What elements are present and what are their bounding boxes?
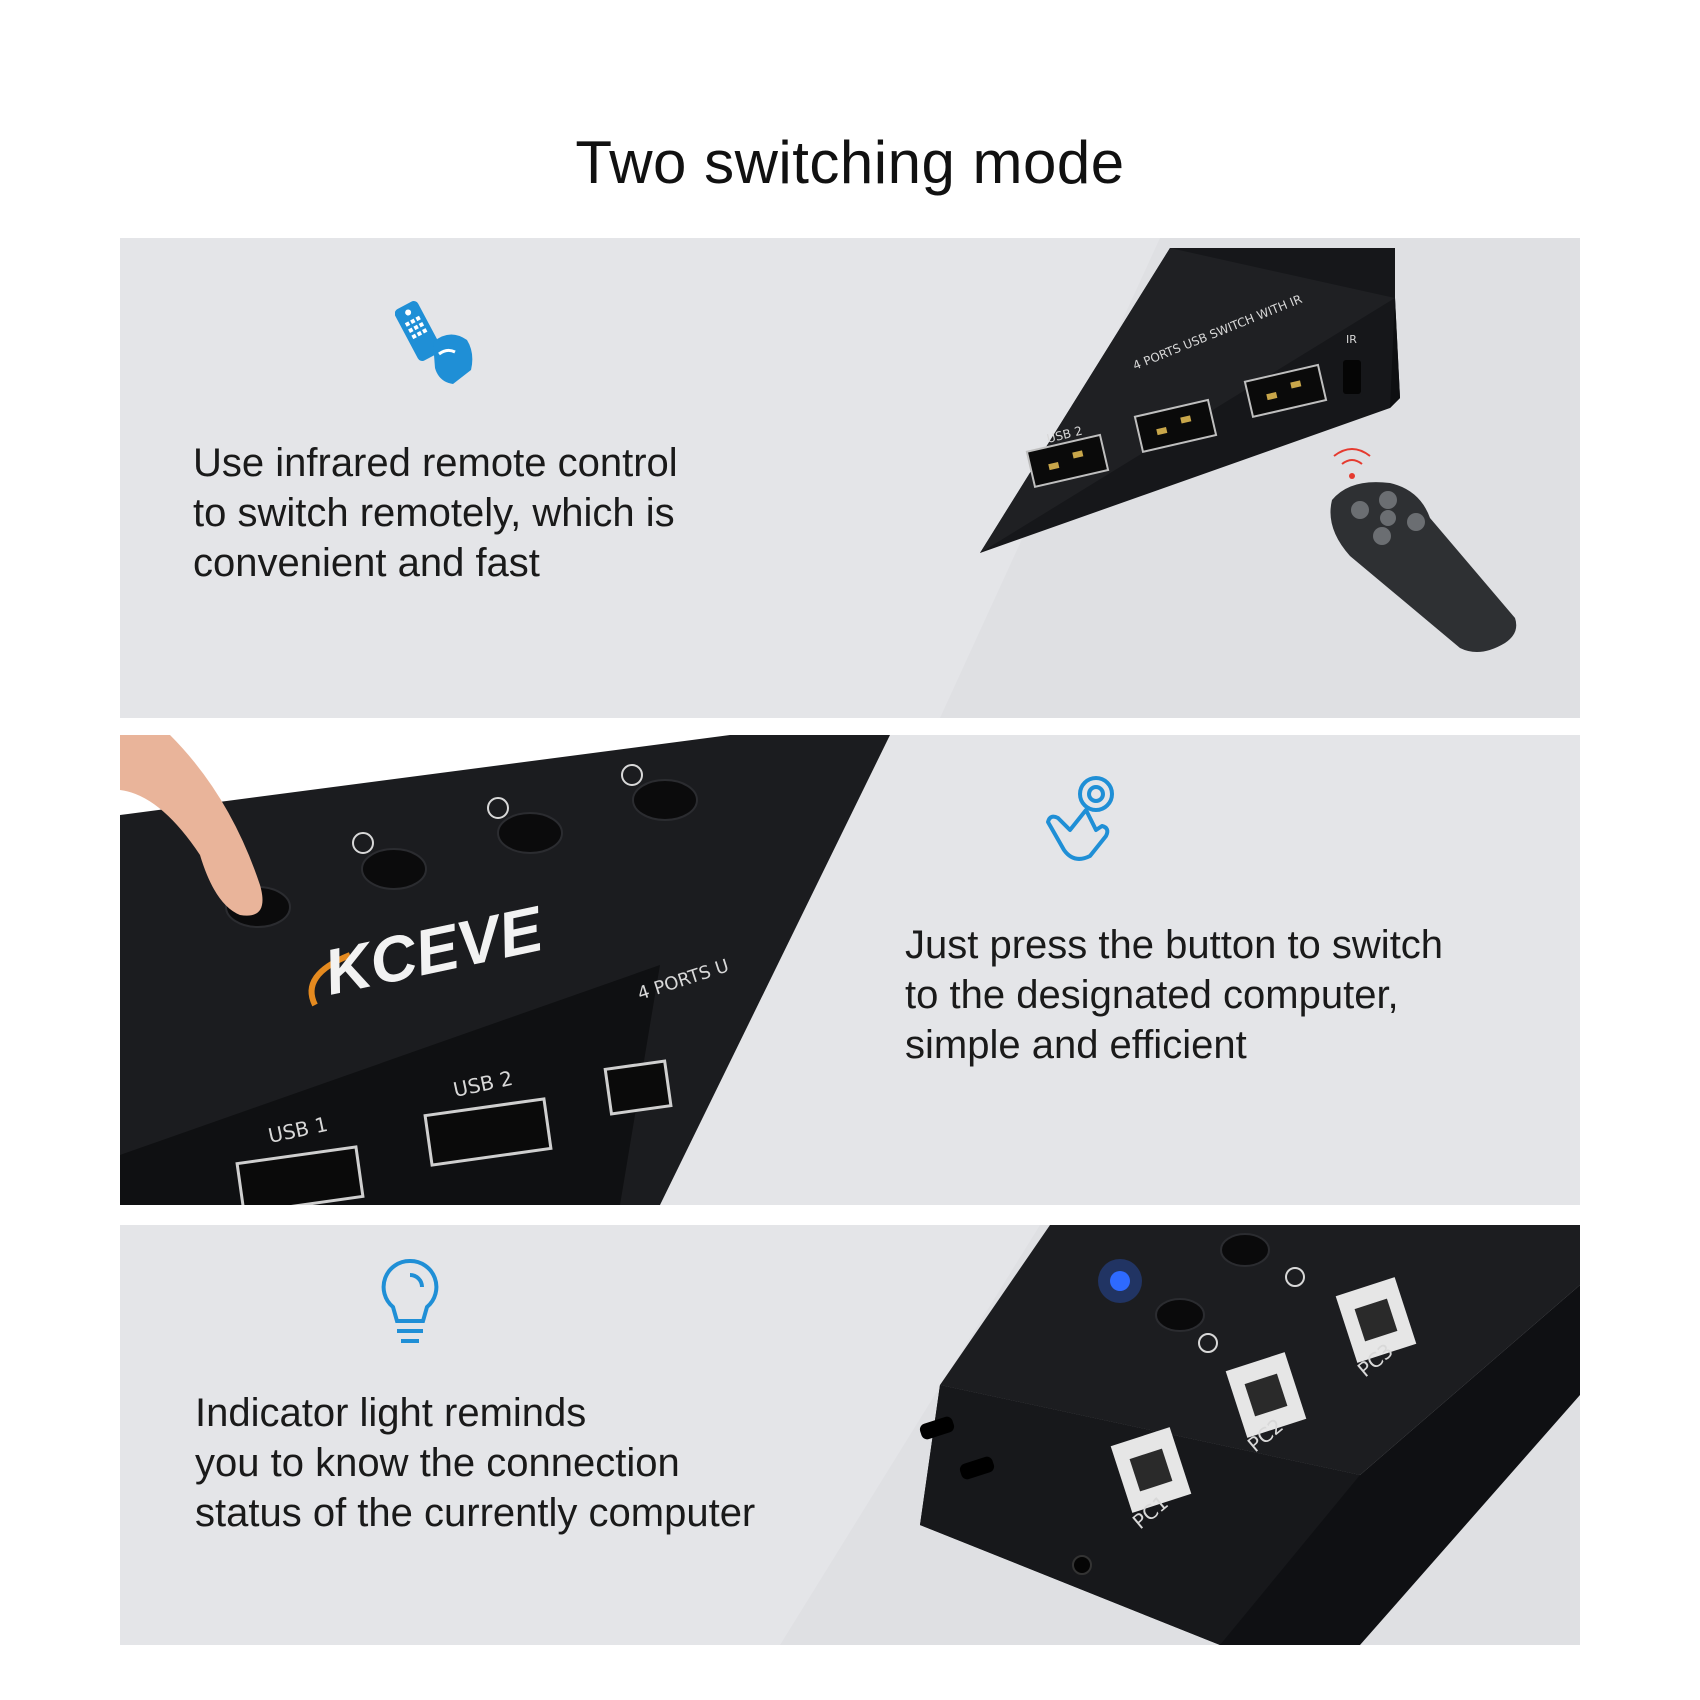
description-line: status of the currently computer: [195, 1491, 756, 1535]
description-line: you to know the connection: [195, 1441, 680, 1485]
indicator-switch-illustration: PC1 PC2 PC3: [780, 1225, 1580, 1645]
ir-remote-description: Use infrared remote control to switch re…: [193, 438, 678, 588]
ir-remote-panel: 4 PORTS USB SWITCH WITH IR USB 2 IR Use …: [120, 238, 1580, 718]
page-title: Two switching mode: [575, 129, 1125, 196]
description-line: simple and efficient: [905, 1023, 1247, 1067]
button-press-description: Just press the button to switch to the d…: [905, 920, 1443, 1070]
ir-switch-illustration: 4 PORTS USB SWITCH WITH IR USB 2 IR: [940, 238, 1580, 718]
description-line: convenient and fast: [193, 541, 540, 585]
device-ir-label: IR: [1346, 333, 1357, 346]
description-line: to switch remotely, which is: [193, 491, 675, 535]
button-press-panel: KCEVE 4 PORTS U USB 1 USB 2 Just press t…: [120, 735, 1580, 1205]
indicator-light-description: Indicator light reminds you to know the …: [195, 1388, 755, 1538]
indicator-light-panel: PC1 PC2 PC3 Indicator light reminds you …: [120, 1225, 1580, 1645]
button-switch-illustration: KCEVE 4 PORTS U USB 1 USB 2: [120, 735, 890, 1205]
ir-remote-hand-icon: [395, 301, 473, 384]
ir-remote-control: [1330, 448, 1517, 652]
description-line: Use infrared remote control: [193, 441, 678, 485]
description-line: Indicator light reminds: [195, 1391, 587, 1435]
light-bulb-icon: [381, 1258, 439, 1343]
description-line: Just press the button to switch: [905, 923, 1444, 967]
description-line: to the designated computer,: [905, 973, 1399, 1017]
tap-finger-icon: [1046, 776, 1114, 861]
